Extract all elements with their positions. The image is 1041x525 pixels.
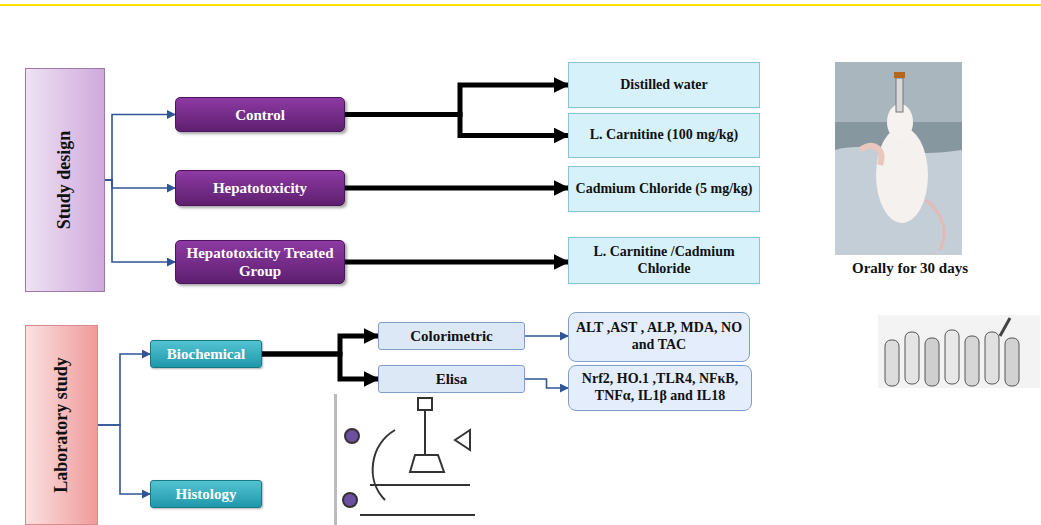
box-label: Hepatotoxicity [213,179,307,197]
method-box: Elisa [378,365,525,393]
section-title: Study design [54,131,76,230]
box-label: Nrf2, HO.1 ,TLR4, NFκB, TNFα, IL1β and I… [575,371,745,405]
photo-ground [835,62,962,255]
section-band: Laboratory study [25,325,98,525]
nosepiece [410,455,444,472]
box-label: Histology [176,485,237,503]
branch-arrow [98,425,150,494]
thick-arrow [345,85,568,115]
branch-arrow [98,354,150,425]
pipette [1000,318,1010,336]
frame-line [335,395,336,525]
base [360,514,475,516]
tube [925,338,939,386]
box-label: Biochemical [167,345,245,363]
syringe-plunger [894,72,905,78]
thick-arrow [262,354,378,379]
syringe [896,78,903,112]
focus-knob [345,429,359,443]
tube [945,330,959,384]
branch-arrow [105,115,175,181]
caption-note: Orally for 30 days [810,260,1010,277]
treatment-box: L. Carnitine (100 mg/kg) [568,113,760,158]
focus-knob [343,493,357,507]
tube-body [424,410,426,455]
tube [965,336,979,386]
lamp [455,430,470,450]
box-label: Cadmium Chloride (5 mg/kg) [576,181,753,198]
treatment-box: L. Carnitine /Cadmium Chloride [568,237,760,284]
section-band: Study design [25,68,105,292]
parameter-box: Nrf2, HO.1 ,TLR4, NFκB, TNFα, IL1β and I… [568,365,752,411]
thick-arrow [345,260,568,265]
top-rule [0,4,1041,6]
group-box: Hepatotoxicity [175,170,345,206]
section-title: Laboratory study [51,357,73,493]
hand [860,146,881,165]
thick-arrow [262,336,378,354]
method-box: Colorimetric [378,322,525,350]
tube [905,332,919,384]
microscope [335,395,475,525]
tube [885,340,899,386]
branch-arrow [105,180,175,188]
rat-photo [835,62,962,255]
treatment-box: Distilled water [568,62,760,108]
tubes-ground [878,315,1040,388]
box-label: Control [235,106,285,124]
box-label: ALT ,AST , ALP, MDA, NO and TAC [575,320,743,354]
branch-arrow [525,335,568,337]
tube [985,332,999,384]
tube [1005,338,1019,386]
branch-arrow [105,180,175,262]
group-box: Control [175,97,345,132]
test-tubes [878,315,1040,388]
box-label: Hepatotoxicity Treated Group [182,244,338,280]
stage [370,484,470,486]
rat-tail [926,200,944,250]
method-box: Histology [150,480,262,508]
box-label: L. Carnitine (100 mg/kg) [590,127,739,144]
method-box: Biochemical [150,340,262,368]
eyepiece [418,398,432,410]
box-label: Distilled water [620,77,707,94]
box-label: Colorimetric [410,327,492,345]
branch-arrow [525,379,568,388]
thick-arrow [345,115,568,136]
box-label: Elisa [436,370,468,388]
parameter-box: ALT ,AST , ALP, MDA, NO and TAC [568,312,750,362]
box-label: L. Carnitine /Cadmium Chloride [575,244,753,278]
thick-arrow [345,186,568,191]
group-box: Hepatotoxicity Treated Group [175,240,345,284]
arm [373,430,395,500]
treatment-box: Cadmium Chloride (5 mg/kg) [568,166,760,212]
rat-body [876,127,928,223]
